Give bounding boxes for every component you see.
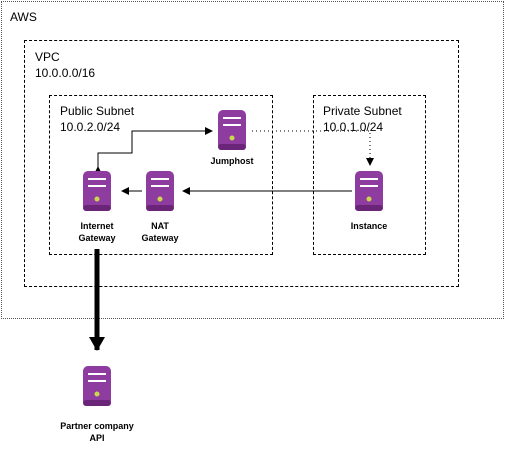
public-subnet-label: Public Subnet — [60, 104, 135, 118]
jumphost-instance-connector — [252, 130, 374, 166]
private-subnet-label: Private Subnet — [323, 104, 402, 118]
nat-gateway-label-line1: NAT — [151, 221, 169, 231]
vpc-cidr: 10.0.0.0/16 — [35, 66, 96, 80]
aws-group — [1, 1, 504, 319]
jumphost-server-icon[interactable] — [218, 110, 246, 150]
partner-api-server-icon[interactable] — [83, 366, 111, 406]
partner-api-label-line2: API — [89, 433, 105, 443]
internet-gateway-label-line2: Gateway — [78, 233, 116, 243]
jumphost-label: Jumphost — [210, 156, 254, 166]
internet-gateway-label-line1: Internet — [80, 221, 114, 231]
vpc-label: VPC — [35, 50, 60, 64]
nat-gateway-server-icon[interactable] — [146, 171, 174, 211]
jumphost-internet-gateway-connector — [94, 127, 213, 174]
nat-gateway-label-line2: Gateway — [141, 233, 179, 243]
private-subnet-group — [313, 95, 426, 255]
partner-api-label-line1: Partner company — [60, 421, 134, 431]
instance-server-icon[interactable] — [355, 171, 383, 211]
vpc-group — [24, 40, 459, 287]
instance-label: Instance — [350, 221, 388, 231]
aws-label: AWS — [10, 10, 37, 24]
internet-gateway-server-icon[interactable] — [83, 171, 111, 211]
public-subnet-group — [49, 95, 273, 255]
